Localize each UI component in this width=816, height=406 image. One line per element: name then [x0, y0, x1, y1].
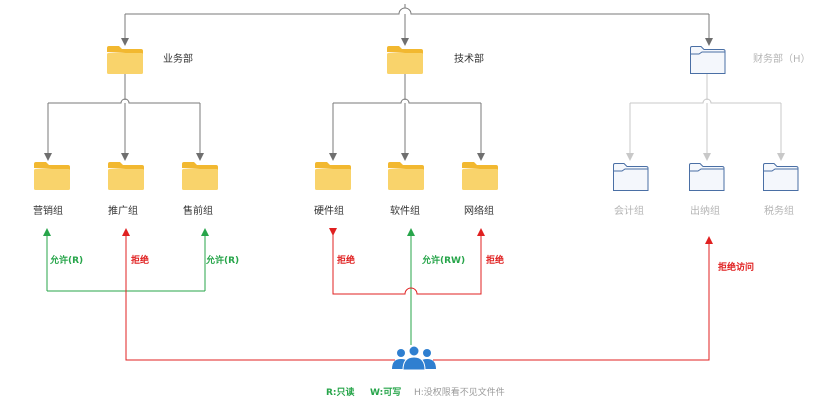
dept2-branch-lines: [329, 74, 485, 161]
group-folder-2-3: [462, 162, 498, 190]
perm-label-allow-r-left: 允许(R): [49, 254, 83, 266]
group-label-3-2: 出纳组: [690, 204, 720, 217]
group-label-2-3: 网络组: [464, 204, 494, 217]
group-folder-3-3: [763, 163, 799, 191]
group-folder-2-1: [315, 162, 351, 190]
legend-read: R:只读: [326, 386, 355, 398]
dept1-branch-lines: [44, 74, 204, 161]
group-folder-1-2: [108, 162, 144, 190]
folder-icon: [387, 46, 423, 74]
perm-label-deny-left: 拒绝: [131, 254, 149, 266]
group-folder-3-2: [689, 163, 725, 191]
group-label-2-1: 硬件组: [314, 204, 344, 217]
dept-folder-1: [107, 46, 143, 74]
allow-lines: [43, 228, 415, 345]
group-label-3-3: 税务组: [764, 204, 794, 217]
group-folder-3-1: [613, 163, 649, 191]
folder-icon: [108, 162, 144, 190]
dept-folder-2: [387, 46, 423, 74]
dept-folder-3: [690, 46, 726, 74]
folder-outline-icon: [613, 163, 649, 191]
folder-outline-icon: [763, 163, 799, 191]
group-label-1-2: 推广组: [108, 204, 138, 217]
legend-hidden: H:没权限看不见文件件: [414, 386, 505, 398]
folder-icon: [462, 162, 498, 190]
group-folder-1-1: [34, 162, 70, 190]
group-folder-2-2: [388, 162, 424, 190]
folder-icon: [107, 46, 143, 74]
legend-write: W:可写: [370, 387, 401, 398]
group-label-3-1: 会计组: [614, 204, 644, 217]
folder-icon: [388, 162, 424, 190]
group-label-1-1: 营销组: [33, 204, 63, 217]
top-connector-lines: [121, 4, 713, 46]
group-label-2-2: 软件组: [390, 204, 420, 217]
users-group-icon: [392, 345, 436, 371]
dept-label-1: 业务部: [163, 52, 193, 65]
perm-label-allow-rw: 允许(RW): [421, 254, 465, 266]
perm-label-deny-net: 拒绝: [486, 254, 504, 266]
group-label-1-3: 售前组: [183, 204, 213, 217]
perm-label-deny-hw: 拒绝: [337, 254, 355, 266]
perm-label-deny-access: 拒绝访问: [718, 261, 754, 273]
folder-outline-icon: [689, 163, 725, 191]
dept-label-3: 财务部（H）: [753, 52, 811, 65]
dept3-branch-lines: [626, 74, 785, 161]
folder-outline-icon: [690, 46, 726, 74]
perm-label-allow-r-right: 允许(R): [205, 254, 239, 266]
group-folder-1-3: [182, 162, 218, 190]
dept-label-2: 技术部: [454, 52, 484, 65]
folder-icon: [315, 162, 351, 190]
folder-icon: [34, 162, 70, 190]
folder-icon: [182, 162, 218, 190]
deny-lines: [122, 228, 713, 361]
